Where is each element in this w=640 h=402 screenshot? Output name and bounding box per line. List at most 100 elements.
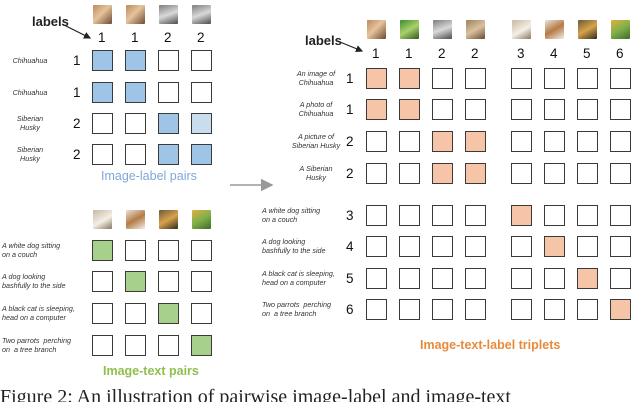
- cell-empty: [366, 163, 387, 184]
- row-text: Two parrots perching on a tree branch: [262, 300, 331, 318]
- cell-empty: [191, 271, 212, 292]
- cell-filled: [511, 205, 532, 226]
- cell-filled: [465, 163, 486, 184]
- row-text: Two parrots perching on a tree branch: [2, 336, 71, 354]
- cell-empty: [158, 271, 179, 292]
- cell-empty: [511, 236, 532, 257]
- cell-empty: [432, 299, 453, 320]
- cell-empty: [544, 268, 565, 289]
- column-label: 2: [471, 46, 479, 61]
- cell-empty: [610, 268, 631, 289]
- labels-word-left: labels: [32, 14, 69, 29]
- cell-empty: [544, 131, 565, 152]
- cell-empty: [511, 268, 532, 289]
- cell-empty: [511, 99, 532, 120]
- row-label: 5: [346, 271, 354, 286]
- cell-empty: [544, 99, 565, 120]
- column-label: 1: [405, 46, 413, 61]
- cell-empty: [610, 99, 631, 120]
- column-label: 2: [164, 30, 172, 45]
- row-text: A dog looking bashfully to the side: [2, 272, 66, 290]
- cell-empty: [399, 131, 420, 152]
- cat-photo-icon: [578, 20, 597, 39]
- cell-filled: [366, 99, 387, 120]
- cell-filled: [399, 99, 420, 120]
- parrots-photo-icon: [192, 210, 211, 229]
- cell-empty: [399, 268, 420, 289]
- cell-filled: [191, 335, 212, 356]
- row-text: Siberian Husky: [16, 114, 44, 132]
- cell-empty: [366, 236, 387, 257]
- white-dog-photo-icon: [93, 210, 112, 229]
- row-label: 2: [73, 147, 81, 162]
- row-text: A black cat is sleeping, head on a compu…: [262, 269, 335, 287]
- cell-filled: [125, 50, 146, 71]
- cell-filled: [610, 299, 631, 320]
- row-label: 1: [346, 102, 354, 117]
- labels-arrow-left: [61, 23, 92, 39]
- chihuahua-photo-icon: [93, 5, 112, 24]
- cell-empty: [432, 205, 453, 226]
- cell-empty: [191, 303, 212, 324]
- row-text: A Siberian Husky: [299, 164, 333, 182]
- cell-filled: [432, 131, 453, 152]
- cell-empty: [92, 113, 113, 134]
- row-text: Siberian Husky: [16, 145, 44, 163]
- cell-empty: [577, 68, 598, 89]
- column-label: 1: [372, 46, 380, 61]
- column-label: 3: [517, 46, 525, 61]
- cell-empty: [158, 240, 179, 261]
- cell-empty: [399, 236, 420, 257]
- cell-empty: [610, 131, 631, 152]
- cell-empty: [432, 99, 453, 120]
- cell-empty: [158, 50, 179, 71]
- cell-empty: [511, 131, 532, 152]
- labels-arrow-right: [339, 41, 364, 53]
- husky-photo-icon: [192, 5, 211, 24]
- cell-empty: [92, 271, 113, 292]
- chihuahua-photo-icon: [367, 20, 386, 39]
- cell-empty: [465, 236, 486, 257]
- cell-empty: [432, 268, 453, 289]
- cell-filled: [158, 113, 179, 134]
- cell-empty: [366, 131, 387, 152]
- row-label: 1: [73, 53, 81, 68]
- cell-filled: [432, 163, 453, 184]
- cell-filled: [158, 303, 179, 324]
- cell-empty: [465, 205, 486, 226]
- cell-empty: [511, 68, 532, 89]
- cell-filled: [577, 268, 598, 289]
- cell-filled: [191, 144, 212, 165]
- cell-filled: [92, 50, 113, 71]
- row-text: A white dog sitting on a couch: [2, 241, 61, 259]
- cell-empty: [577, 205, 598, 226]
- cell-empty: [511, 163, 532, 184]
- figure-caption: Figure 2: An illustration of pairwise im…: [0, 386, 511, 402]
- row-text: A photo of Chihuahua: [298, 100, 334, 118]
- cell-empty: [125, 240, 146, 261]
- cell-filled: [399, 68, 420, 89]
- cell-empty: [92, 144, 113, 165]
- row-text: A black cat is sleeping, head on a compu…: [2, 304, 75, 322]
- husky-photo-icon: [433, 20, 452, 39]
- cell-filled: [125, 82, 146, 103]
- cell-empty: [577, 131, 598, 152]
- cell-empty: [511, 299, 532, 320]
- column-label: 2: [197, 30, 205, 45]
- image-label-caption: Image-label pairs: [101, 169, 197, 183]
- cell-empty: [432, 68, 453, 89]
- cell-filled: [125, 271, 146, 292]
- image-text-caption: Image-text pairs: [103, 364, 199, 378]
- husky-photo-icon: [159, 5, 178, 24]
- column-label: 2: [438, 46, 446, 61]
- cat-photo-icon: [159, 210, 178, 229]
- cell-filled: [465, 131, 486, 152]
- cell-empty: [158, 335, 179, 356]
- cell-filled: [158, 144, 179, 165]
- labels-word-right: labels: [305, 33, 342, 48]
- row-label: 2: [73, 116, 81, 131]
- cell-empty: [125, 144, 146, 165]
- cell-filled: [92, 82, 113, 103]
- cell-empty: [399, 163, 420, 184]
